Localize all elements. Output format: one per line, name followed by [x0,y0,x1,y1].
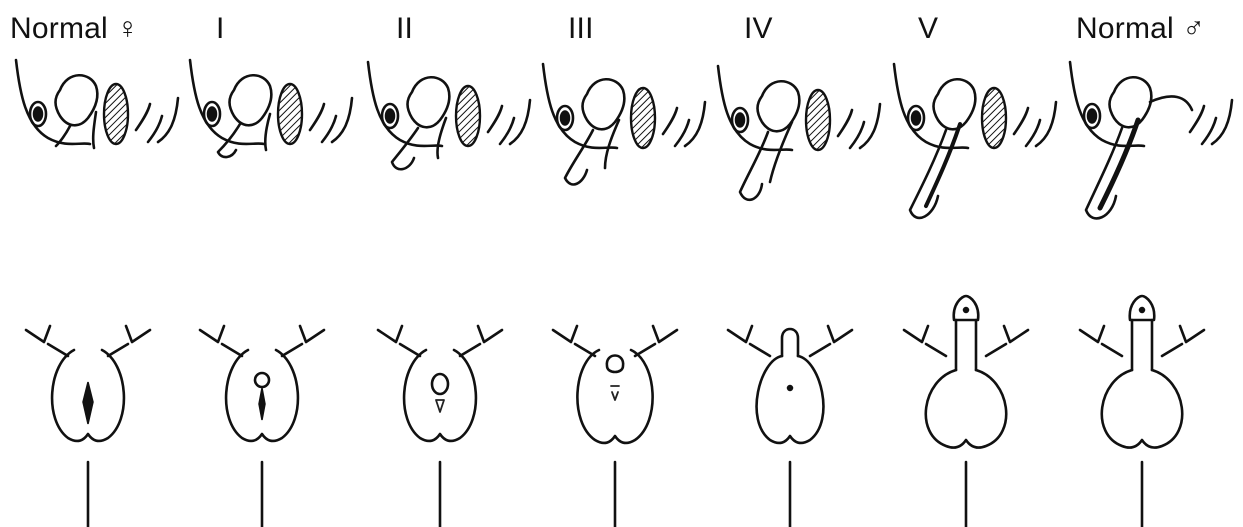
external-stage-2 [352,326,528,527]
external-stage-5 [878,296,1054,527]
sagittal-stage-5 [894,64,1056,218]
external-stage-3 [527,326,703,527]
sagittal-normal-male [1070,62,1232,218]
sagittal-stage-4 [718,66,880,200]
sagittal-stage-1 [190,60,352,157]
external-stage-1 [174,326,350,527]
external-normal-male [1054,296,1230,527]
sagittal-stage-3 [543,64,705,184]
external-stage-4 [702,326,878,527]
sagittal-normal-female [16,60,178,148]
external-normal-female [0,326,176,527]
sagittal-stage-2 [368,62,530,169]
